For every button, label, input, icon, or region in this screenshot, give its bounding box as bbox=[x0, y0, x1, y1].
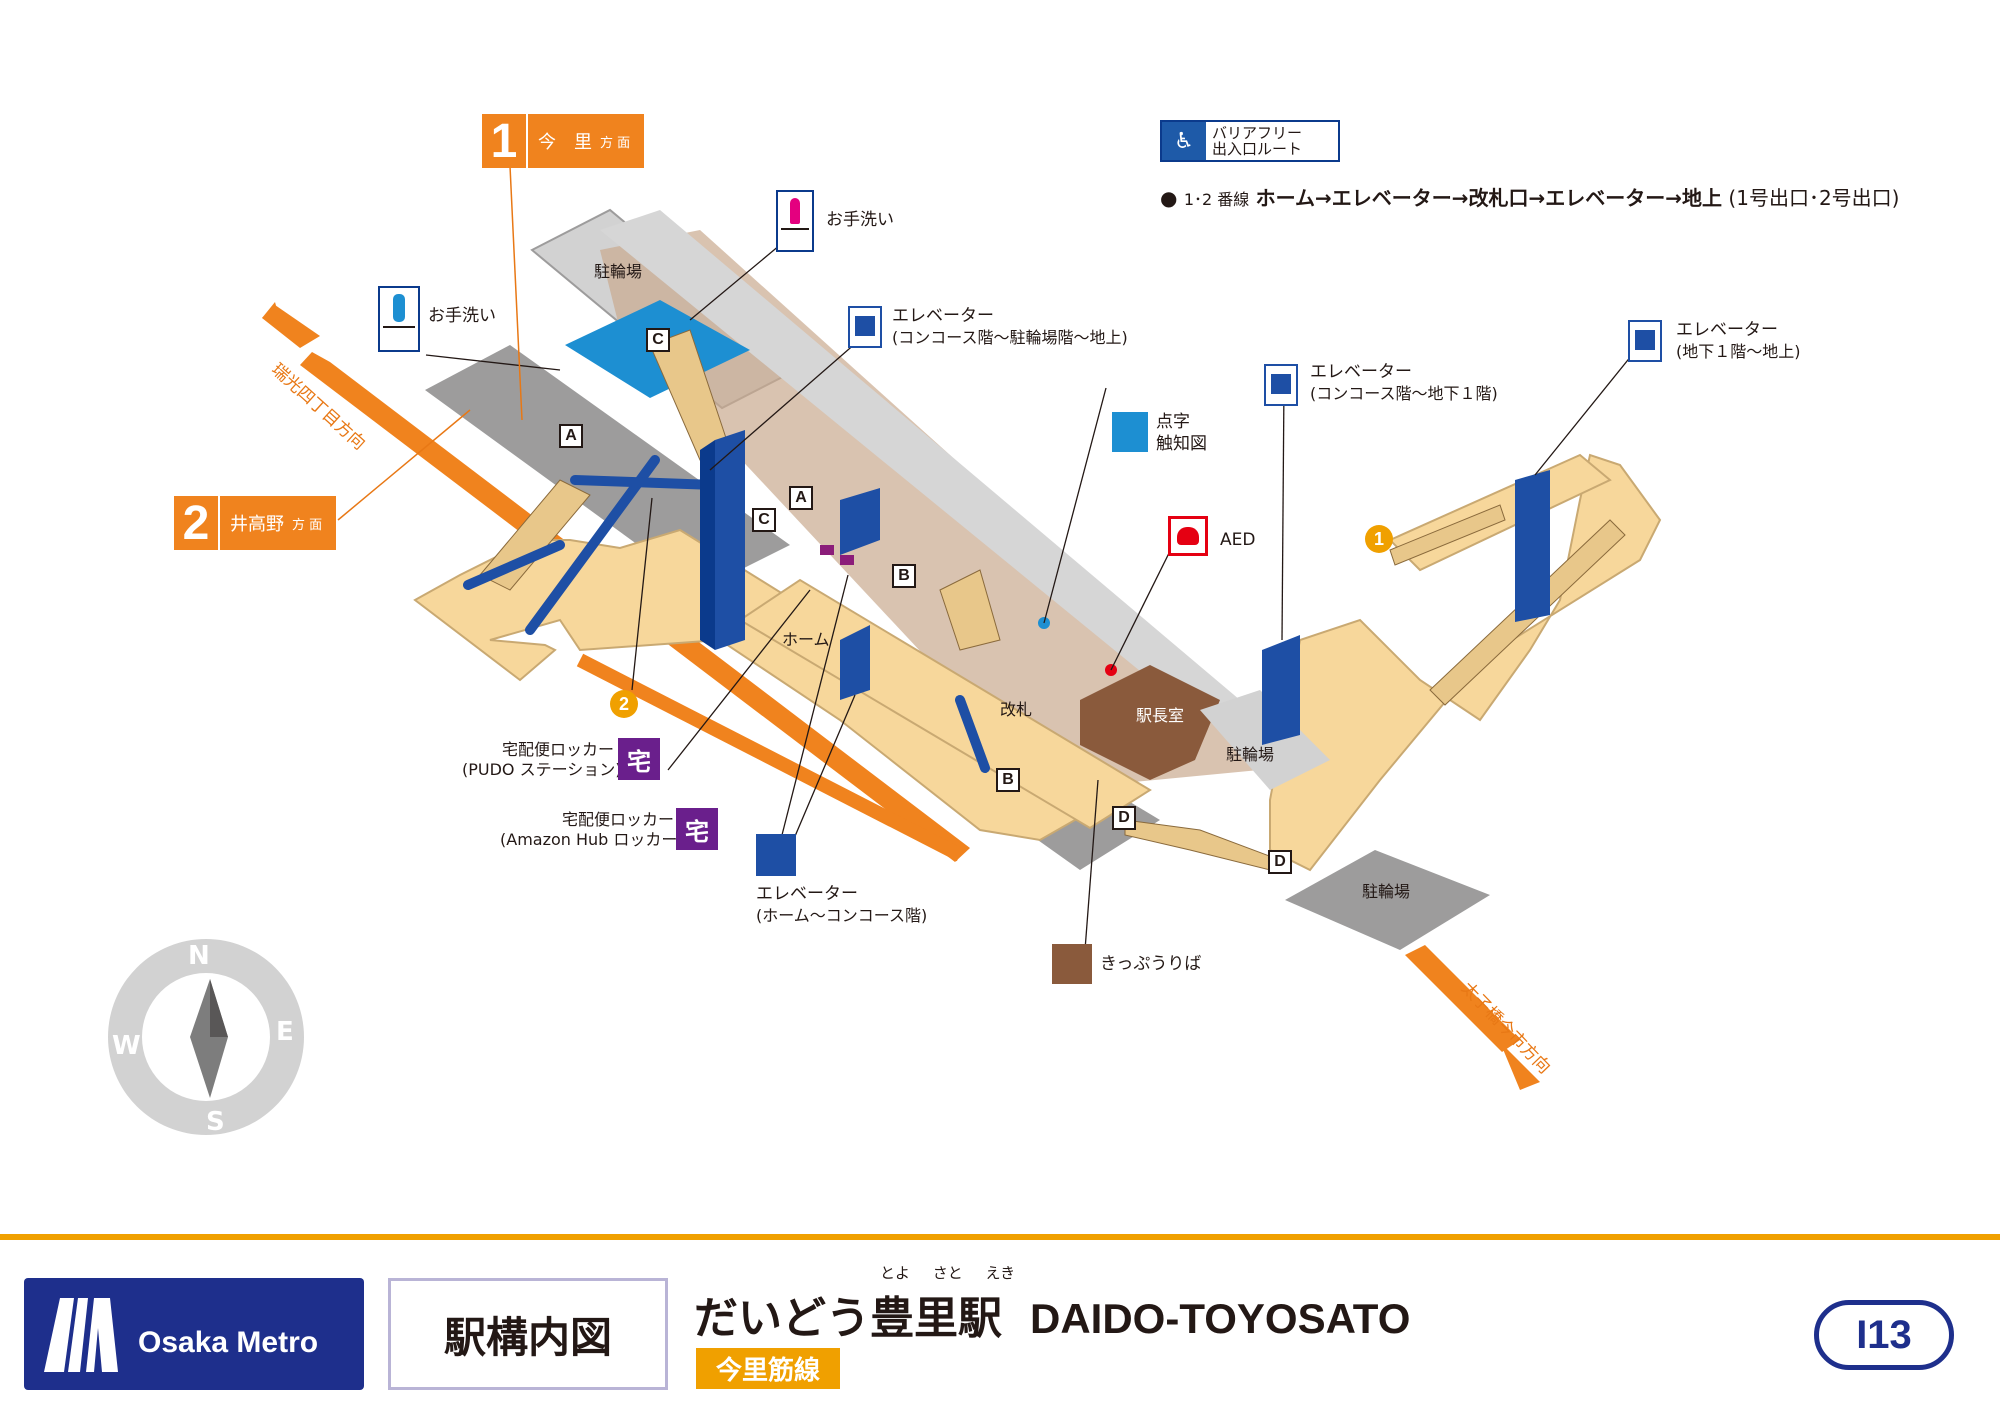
braille-map-label-2: 触知図 bbox=[1156, 434, 1207, 454]
elevator-icon-3 bbox=[1628, 320, 1662, 362]
marker-a-1: A bbox=[559, 424, 583, 448]
station-name-jp: だいどう豊里駅 bbox=[694, 1293, 1002, 1344]
station-code-badge: I13 bbox=[1814, 1300, 1954, 1370]
osaka-metro-logo: Osaka Metro bbox=[24, 1278, 364, 1390]
document-title: 駅構内図 bbox=[388, 1278, 668, 1390]
elevator-2-title: エレベーター bbox=[1310, 362, 1412, 382]
barrier-free-tag: ♿ バリアフリー出入口ルート bbox=[1160, 120, 1340, 162]
direction-2-box: 2 井高野方 面 bbox=[174, 496, 337, 550]
marker-b-1: B bbox=[892, 564, 916, 588]
toilet-female-label: お手洗い bbox=[826, 210, 894, 230]
platform-label: ホーム bbox=[782, 630, 830, 649]
station-office-label: 駅長室 bbox=[1136, 706, 1185, 725]
line-name-badge: 今里筋線 bbox=[696, 1348, 841, 1389]
elevator-icon-1 bbox=[848, 306, 882, 348]
barrier-free-route: ● 1･2 番線 ホーム→エレベーター→改札口→エレベーター→地上 (1号出口･… bbox=[1160, 186, 1900, 210]
barrier-free-label: バリアフリー出入口ルート bbox=[1212, 124, 1303, 158]
elevator-icon-4 bbox=[756, 834, 796, 876]
barrier-free-legend: ♿ バリアフリー出入口ルート bbox=[1160, 120, 1340, 162]
marker-b-2: B bbox=[996, 768, 1020, 792]
compass bbox=[108, 939, 304, 1135]
paid-corridor bbox=[600, 230, 1280, 790]
locker-marker-2 bbox=[840, 555, 854, 565]
exit-2-badge: 2 bbox=[610, 690, 638, 718]
direction-1-number: 1 bbox=[482, 114, 526, 168]
compass-e: E bbox=[276, 1017, 294, 1047]
orange-leaders bbox=[337, 165, 523, 521]
station-name: だいどう豊里駅 DAIDO-TOYOSATO bbox=[694, 1282, 1410, 1346]
direction-1-box: 1 今 里方 面 bbox=[482, 114, 645, 168]
marker-a-2: A bbox=[789, 486, 813, 510]
toilet-male-icon bbox=[378, 286, 420, 352]
upper-platform-bg bbox=[600, 210, 1240, 720]
braille-map-icon bbox=[1112, 412, 1148, 452]
escalators bbox=[463, 455, 990, 773]
direction-1-name: 今 里方 面 bbox=[528, 114, 645, 168]
direction-2-name: 井高野方 面 bbox=[220, 496, 337, 550]
marker-d-2: D bbox=[1268, 850, 1292, 874]
metro-m-icon bbox=[44, 1298, 118, 1372]
elevator-3-title: エレベーター bbox=[1676, 320, 1778, 340]
elevator-icon-2 bbox=[1264, 364, 1298, 406]
direction-2-number: 2 bbox=[174, 496, 218, 550]
locker-marker-1 bbox=[820, 545, 834, 555]
locker-1-title: 宅配便ロッカー bbox=[502, 740, 615, 759]
exit-1-badge: 1 bbox=[1365, 525, 1393, 553]
aed-icon bbox=[1168, 516, 1208, 556]
elevator-shafts bbox=[700, 430, 1550, 745]
bike-parking-bottom bbox=[1285, 850, 1490, 950]
bike-parking-label-1: 駐輪場 bbox=[594, 262, 643, 281]
marker-c-1: C bbox=[646, 328, 670, 352]
brand-name: Osaka Metro bbox=[138, 1326, 319, 1359]
aed-label: AED bbox=[1220, 530, 1256, 550]
platform-west bbox=[425, 345, 790, 590]
footer-divider bbox=[0, 1234, 2000, 1240]
elevator-4-sub: (ホーム～コンコース階) bbox=[756, 906, 928, 925]
bike-parking-label-2: 駐輪場 bbox=[1226, 745, 1275, 764]
concourse-east bbox=[1269, 453, 1662, 872]
elevator-2-sub: (コンコース階～地下１階) bbox=[1310, 384, 1498, 403]
office-block bbox=[1080, 665, 1220, 780]
bike-parking-label-3: 駐輪場 bbox=[1362, 882, 1411, 901]
compass-w: W bbox=[112, 1031, 141, 1061]
ticket-label: きっぷうりば bbox=[1100, 954, 1202, 974]
station-name-en: DAIDO-TOYOSATO bbox=[1030, 1295, 1411, 1342]
concourse-main bbox=[413, 528, 1112, 842]
marker-d-1: D bbox=[1112, 806, 1136, 830]
compass-n: N bbox=[188, 941, 210, 971]
locker-2-icon: 宅 bbox=[676, 808, 718, 850]
locker-1-icon: 宅 bbox=[618, 738, 660, 780]
station-furigana: とよ さと えき bbox=[880, 1264, 1016, 1282]
marker-c-2: C bbox=[752, 508, 776, 532]
locker-2-title: 宅配便ロッカー bbox=[562, 810, 675, 829]
locker-1-sub: (PUDO ステーション) bbox=[462, 760, 622, 779]
toilet-female-icon bbox=[776, 190, 814, 252]
wheelchair-elevator-icon: ♿ bbox=[1162, 122, 1206, 160]
elevator-4-title: エレベーター bbox=[756, 884, 858, 904]
ticket-gate-label: 改札 bbox=[1000, 700, 1033, 719]
braille-map-label-1: 点字 bbox=[1156, 412, 1190, 432]
elevator-1-sub: (コンコース階～駐輪場階～地上) bbox=[892, 328, 1128, 347]
compass-s: S bbox=[206, 1107, 225, 1137]
elevator-1-title: エレベーター bbox=[892, 306, 994, 326]
ticket-machine-icon bbox=[1052, 944, 1092, 984]
elevator-3-sub: (地下１階～地上) bbox=[1676, 342, 1801, 361]
toilet-male-label: お手洗い bbox=[428, 306, 496, 326]
locker-2-sub: (Amazon Hub ロッカー) bbox=[500, 830, 684, 849]
